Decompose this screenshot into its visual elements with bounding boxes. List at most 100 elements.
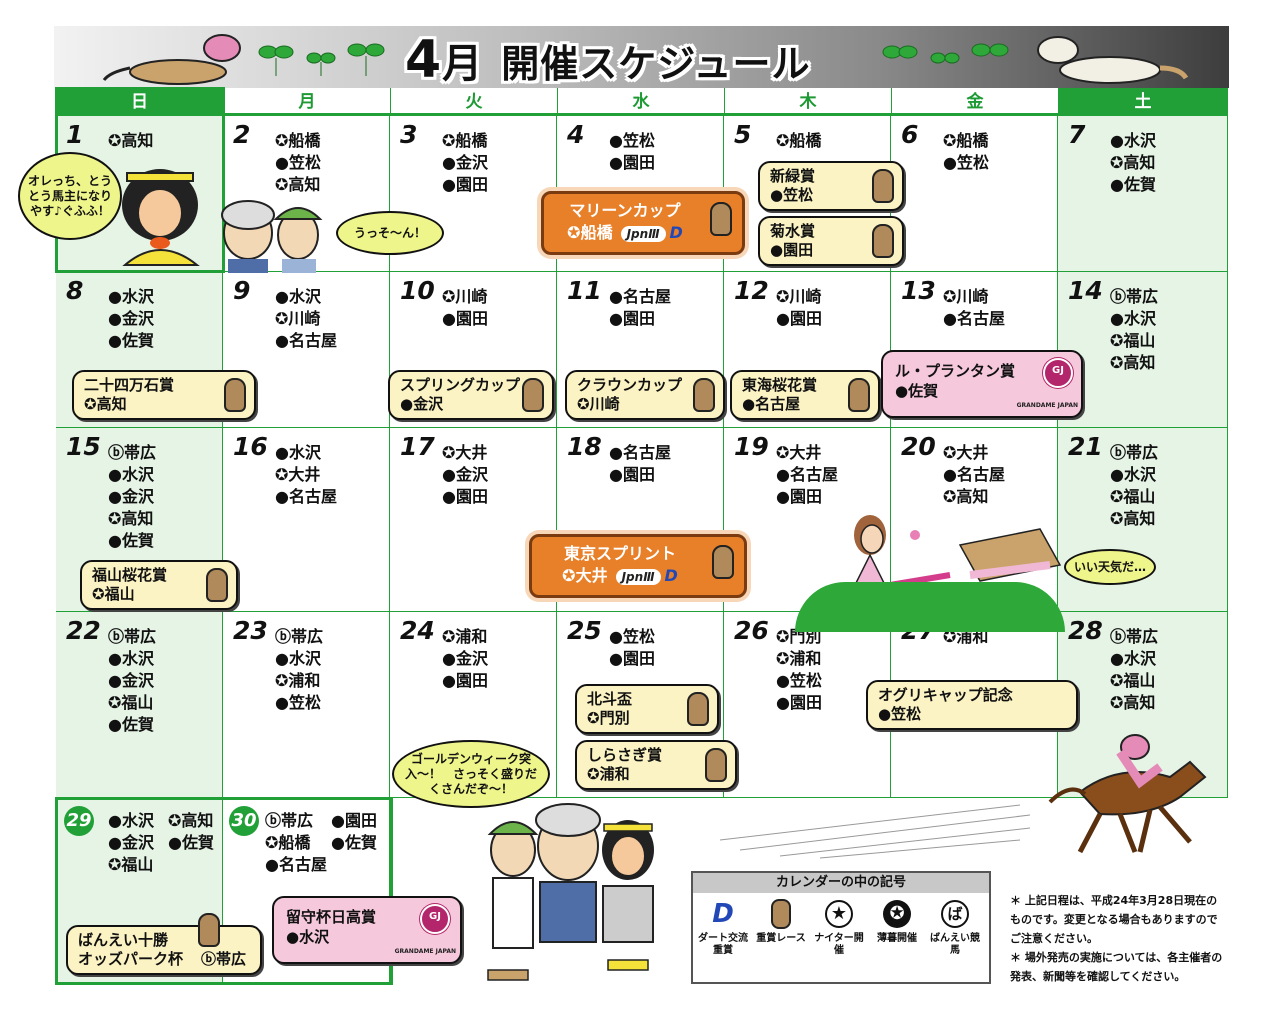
legend-title: カレンダーの中の記号 <box>693 873 989 893</box>
bubble-text: オレっち、とうとう馬主になりやす♪ぐふふ！ <box>27 173 112 218</box>
horse-face-icon <box>710 202 732 236</box>
race-entry: ●園田 <box>609 309 655 328</box>
day-number: 8 <box>66 276 84 305</box>
day-number: 30 <box>229 806 259 836</box>
race-list: ●水沢 ✪高知 ●佐賀 <box>1110 130 1156 196</box>
speech-bubble: ゴールデンウィーク突入〜！ さっそく盛りだくさんだぞ〜！ <box>392 740 550 808</box>
horse-face-icon <box>522 378 544 412</box>
sprout-icon <box>882 43 1009 64</box>
grade-badge: JpnⅢ <box>620 225 666 242</box>
race-entry: ●水沢 <box>1110 465 1156 484</box>
bubble-text: いい天気だ… <box>1073 559 1146 574</box>
crown-cup-badge: クラウンカップ ✪川崎 <box>565 370 725 420</box>
day-number: 17 <box>400 432 435 461</box>
day-number: 16 <box>233 432 268 461</box>
race-entry: ✪高知 <box>1110 509 1156 528</box>
horse-face-icon <box>206 568 228 602</box>
race-entry: ✪高知 <box>1110 693 1156 712</box>
badge-name: 福山桜花賞 <box>92 566 168 584</box>
race-list: ✪門別 ✪浦和 ●笠松 ●園田 <box>776 626 822 714</box>
horse-illustration-left <box>102 34 241 85</box>
race-list: ⓑ帯広 ●水沢 ●金沢 ✪福山 ●佐賀 <box>108 626 156 736</box>
day-number: 20 <box>901 432 936 461</box>
race-entry: ●佐賀 <box>108 331 154 350</box>
race-entry: ✪福山 <box>1110 331 1156 350</box>
race-entry: ✪浦和 <box>275 671 321 690</box>
race-list: ⓑ帯広 ●水沢 ✪福山 ✪高知 <box>1110 442 1158 530</box>
twilight-star-icon: ✪ <box>882 899 912 929</box>
race-list: ✪大井 ●名古屋 ●園田 <box>776 442 838 508</box>
footnote: ＊ 上記日程は、平成24年3月28日現在のものです。変更となる場合もありますので… <box>1010 894 1218 945</box>
grandame-japan-icon: GJ <box>1043 358 1073 388</box>
race-entry: ✪大井 <box>776 443 822 462</box>
race-list: ✪船橋 ●金沢 ●園田 <box>442 130 488 196</box>
day-cell: 26 ✪門別 ✪浦和 ●笠松 ●園田 <box>724 612 891 798</box>
race-entry: ●水沢 <box>1110 649 1156 668</box>
race-entry: ●園田 <box>442 487 488 506</box>
race-entry: ✪船橋 <box>265 833 311 852</box>
race-entry: ●水沢 <box>275 443 321 462</box>
grandame-japan-text: GRANDAME JAPAN <box>1016 402 1078 409</box>
badge-track: ●笠松 <box>878 705 922 723</box>
race-list: ●水沢 ✪川崎 ●名古屋 <box>275 286 337 352</box>
race-list: ✪高知 <box>108 130 153 152</box>
race-entry: ✪川崎 <box>776 287 822 306</box>
hokuto-badge: 北斗盃 ✪門別 <box>575 684 719 734</box>
day-number: 5 <box>734 120 752 149</box>
day-number: 2 <box>233 120 251 149</box>
race-entry: ●水沢 <box>1110 309 1156 328</box>
race-entry: ✪浦和 <box>776 649 822 668</box>
race-list: ⓑ帯広 ✪船橋 ●名古屋 <box>265 810 327 876</box>
day-number: 25 <box>567 616 602 645</box>
rusu-hidaka-badge: 留守杯日高賞 ●水沢 GJ GRANDAME JAPAN <box>272 896 462 964</box>
race-entry: ●佐賀 <box>108 715 154 734</box>
race-entry: ●金沢 <box>108 833 154 852</box>
horse-face-icon <box>224 378 246 412</box>
race-list: ●園田 ●佐賀 <box>331 810 377 854</box>
race-entry: ●佐賀 <box>168 833 214 852</box>
race-list: ✪船橋 ●笠松 ✪高知 <box>275 130 321 196</box>
race-entry: ⓑ帯広 <box>108 627 157 646</box>
day-number: 6 <box>901 120 919 149</box>
race-entry: ●園田 <box>609 649 655 668</box>
badge-track: ●園田 <box>770 241 814 259</box>
race-list: ✪大井 ●金沢 ●園田 <box>442 442 488 508</box>
legend-label: 薄暮開催 <box>877 933 917 944</box>
race-list: ●水沢 ✪大井 ●名古屋 <box>275 442 337 508</box>
dirt-grade-icon: D <box>669 223 683 242</box>
race-entry: ●名古屋 <box>265 855 327 874</box>
dow-fri: 金 <box>891 88 1058 116</box>
race-entry: ✪高知 <box>943 487 989 506</box>
race-entry: ✪大井 <box>442 443 488 462</box>
race-entry: ●笠松 <box>275 153 321 172</box>
race-entry: ⓑ帯広 <box>1110 287 1159 306</box>
horse-face-icon <box>872 224 894 258</box>
race-list: ●名古屋 ●園田 <box>609 286 671 330</box>
badge-track: ✪門別 <box>587 709 630 727</box>
badge-name: ル・プランタン賞 <box>895 362 1016 380</box>
dirt-grade-icon: D <box>664 566 678 585</box>
nijushi-badge: 二十四万石賞 ✪高知 <box>72 370 256 420</box>
race-entry: ✪船橋 <box>943 131 989 150</box>
race-entry: ●園田 <box>776 693 822 712</box>
race-list: ✪大井 ●名古屋 ✪高知 <box>943 442 1005 508</box>
sprout-icon <box>258 43 385 76</box>
race-entry: ●名古屋 <box>275 487 337 506</box>
day-cell: 16 ●水沢 ✪大井 ●名古屋 <box>223 428 390 612</box>
day-cell: 6 ✪船橋 ●笠松 <box>891 116 1058 272</box>
day-cell: 7 ●水沢 ✪高知 ●佐賀 <box>1058 116 1228 272</box>
kikusui-badge: 菊水賞 ●園田 <box>758 216 904 266</box>
day-number: 21 <box>1068 432 1103 461</box>
dow-tue: 火 <box>390 88 557 116</box>
race-entry: ●園田 <box>776 487 822 506</box>
race-entry: ✪高知 <box>108 131 154 150</box>
race-entry: ●水沢 <box>1110 131 1156 150</box>
speech-bubble: オレっち、とうとう馬主になりやす♪ぐふふ！ <box>18 152 122 240</box>
race-entry: ●金沢 <box>442 153 488 172</box>
day-number: 9 <box>233 276 251 305</box>
dow-sat: 土 <box>1058 88 1228 116</box>
